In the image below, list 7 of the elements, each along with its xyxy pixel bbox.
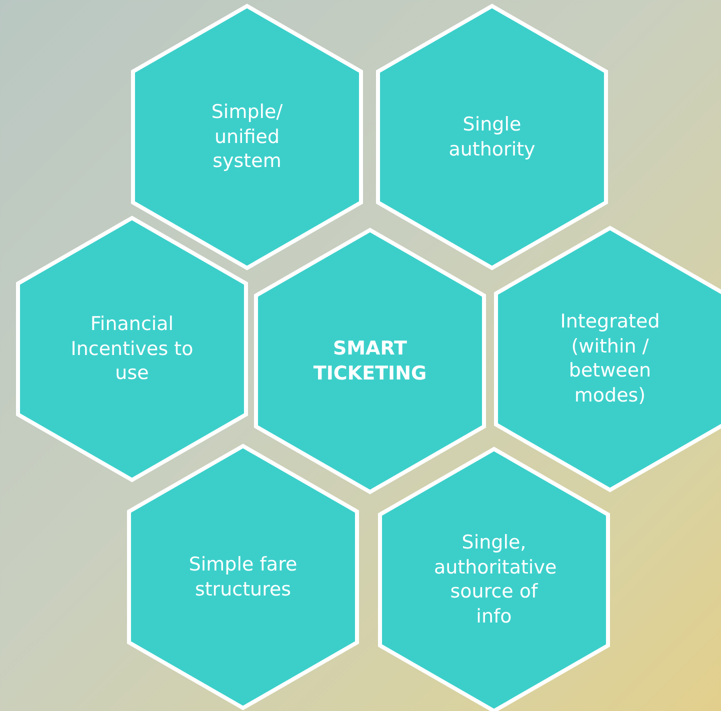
hexagon-label: SMART TICKETING [312,336,428,386]
hexagon-label: Single authority [448,112,536,162]
hexagon-label: Simple fare structures [188,552,298,602]
hexagon-label: Single, authoritative source of info [434,530,554,630]
hexagon-label: Financial Incentives to use [70,312,194,386]
hexagon-label: Integrated (within / between modes) [559,310,661,408]
hexagon-label: Simple/ unified system [210,100,284,174]
